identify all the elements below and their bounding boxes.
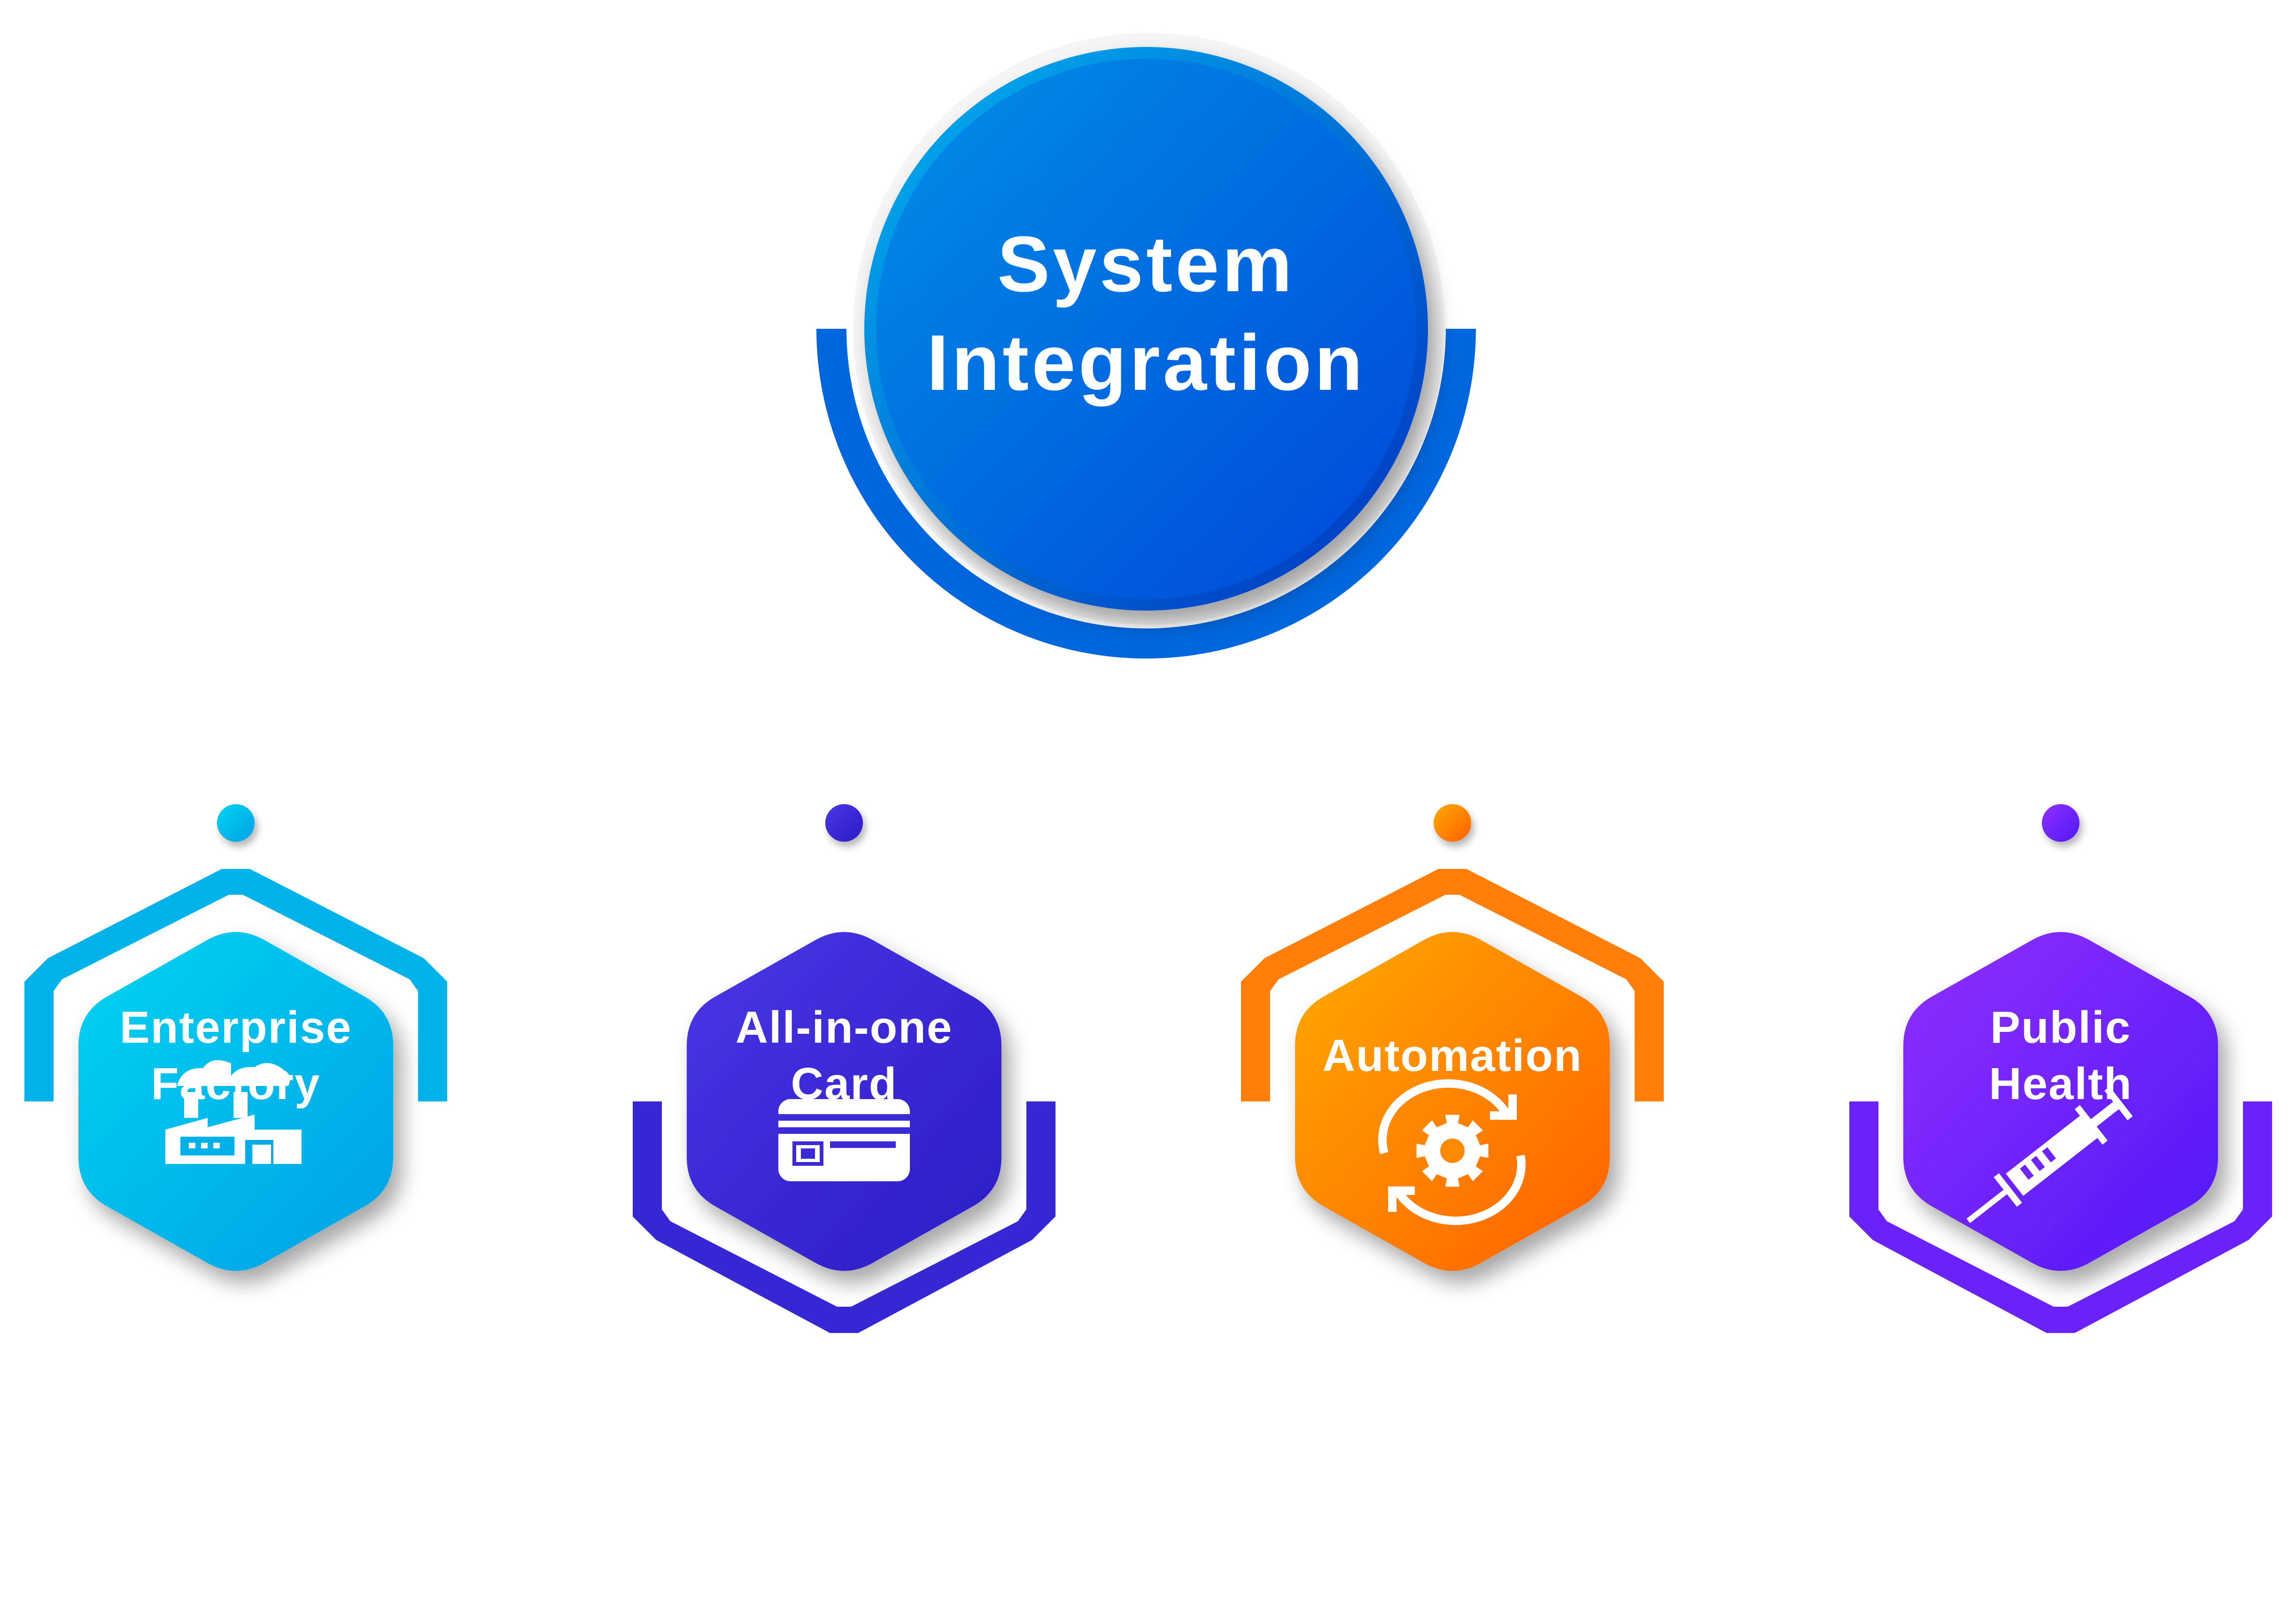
hex-frame-top (1241, 869, 1664, 1101)
hex-frame-bottom (1849, 1101, 2272, 1333)
hex-frame-bottom (633, 1101, 1055, 1333)
hex-badge (1903, 932, 2218, 1271)
hex-badge (1295, 932, 1610, 1271)
node-label-line-1: Enterprise (120, 1002, 352, 1053)
node-label-line-2: Health (1989, 1059, 2132, 1109)
gear-cycle-icon (1378, 1079, 1526, 1225)
title-node: System Integration (816, 33, 1476, 659)
connector-dot (825, 804, 863, 842)
node-label-line-1: Automation (1322, 1031, 1582, 1081)
title-line-1: System (997, 220, 1295, 308)
factory-icon (165, 1060, 302, 1164)
syringe-icon (1966, 1086, 2133, 1224)
connector-dot (1434, 804, 1471, 842)
node-1: EnterpriseFactory (24, 804, 447, 1271)
title-circle (876, 59, 1416, 599)
connector-dot (217, 804, 255, 842)
node-3: Automation (1241, 804, 1664, 1271)
title-line-2: Integration (927, 318, 1365, 407)
node-label-line-1: Public (1990, 1002, 2131, 1053)
connector-dot (2042, 804, 2079, 842)
hex-frame-top (24, 869, 447, 1101)
card-icon (778, 1099, 910, 1181)
node-label-line-1: All-in-one (736, 1002, 953, 1053)
